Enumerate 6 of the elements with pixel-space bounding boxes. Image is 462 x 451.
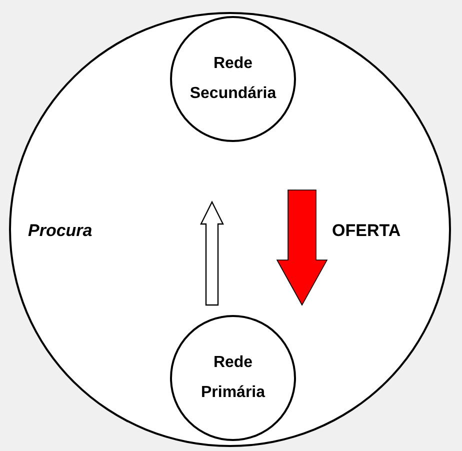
node-label: Rede Secundária <box>188 54 278 104</box>
side-label: OFERTA <box>332 221 401 241</box>
node-label: Rede Primária <box>200 353 266 403</box>
block-arrow <box>200 200 224 306</box>
block-arrow <box>276 190 328 306</box>
side-label: Procura <box>28 221 92 241</box>
